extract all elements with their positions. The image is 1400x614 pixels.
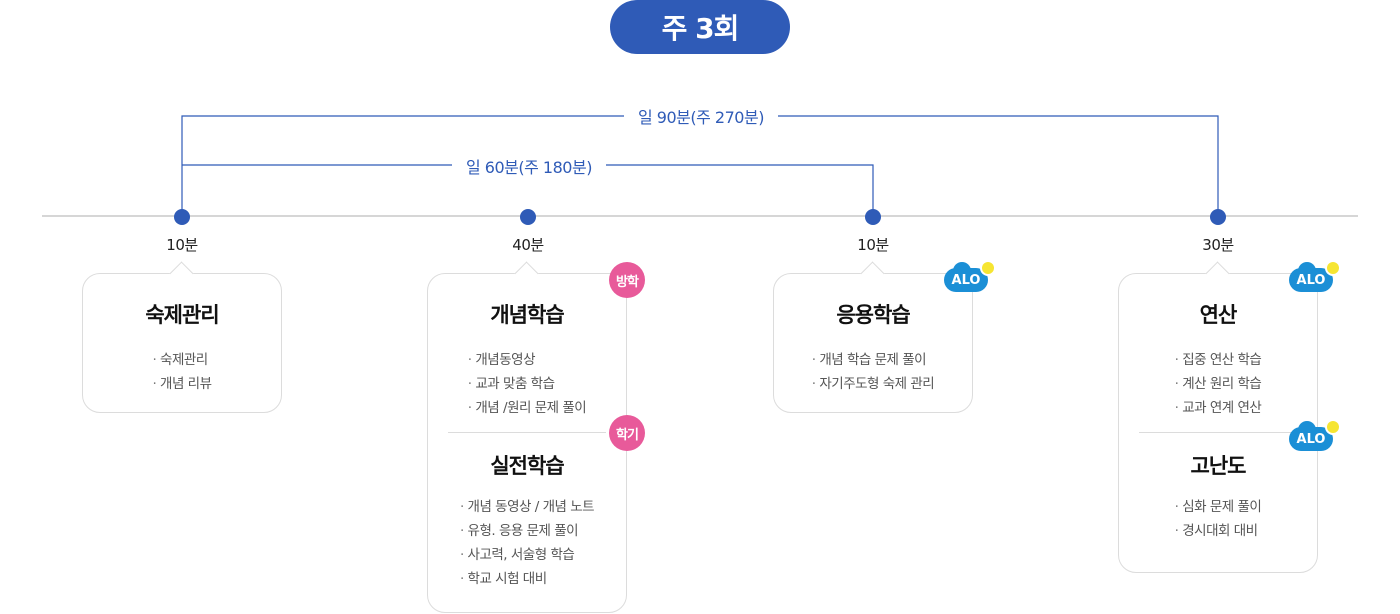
list-item: 자기주도형 숙제 관리 [812, 372, 934, 396]
card-section: 개념학습 개념동영상 교과 맞춤 학습 개념 /원리 문제 풀이 [428, 274, 626, 432]
inner-bracket-line [182, 164, 874, 217]
list-item: 개념동영상 [468, 348, 586, 372]
section-title: 연산 [1199, 303, 1238, 327]
list-item: 개념 /원리 문제 풀이 [468, 396, 586, 420]
list-item: 계산 원리 학습 [1175, 372, 1262, 396]
list-item: 숙제관리 [152, 348, 211, 372]
card-section: 연산 집중 연산 학습 계산 원리 학습 교과 연계 연산 [1119, 274, 1317, 432]
card-section: 응용학습 개념 학습 문제 풀이 자기주도형 숙제 관리 [774, 274, 972, 396]
alo-logo-icon: ALO [1289, 262, 1343, 294]
section-divider [448, 432, 606, 433]
card-section: 고난도 심화 문제 풀이 경시대회 대비 [1119, 433, 1317, 543]
section-title: 개념학습 [490, 303, 564, 327]
section-divider [1139, 432, 1297, 433]
vacation-tag: 방학 [609, 262, 645, 298]
list-item: 개념 학습 문제 풀이 [812, 348, 934, 372]
list-item: 유형. 응용 문제 풀이 [460, 519, 594, 543]
list-item: 집중 연산 학습 [1175, 348, 1262, 372]
outer-bracket-label: 일 90분(주 270분) [624, 104, 778, 128]
list-item: 사고력, 서술형 학습 [460, 543, 594, 567]
time-label: 10분 [857, 236, 889, 254]
frequency-title: 주 3회 [610, 0, 790, 54]
section-title: 고난도 [1190, 454, 1247, 478]
section-title: 실전학습 [490, 454, 564, 478]
inner-bracket-label: 일 60분(주 180분) [452, 154, 606, 178]
list-item: 교과 맞춤 학습 [468, 372, 586, 396]
time-label: 30분 [1202, 236, 1234, 254]
card-calculation: 연산 집중 연산 학습 계산 원리 학습 교과 연계 연산 고난도 심화 문제 … [1118, 261, 1339, 573]
timeline-dot [520, 209, 536, 225]
timeline-dot [865, 209, 881, 225]
outer-bracket-line [181, 115, 1219, 217]
list-item: 개념 리뷰 [152, 372, 212, 396]
card-concept: 개념학습 개념동영상 교과 맞춤 학습 개념 /원리 문제 풀이 실전학습 개념… [427, 261, 645, 613]
section-title: 응용학습 [836, 303, 910, 327]
alo-logo-icon: ALO [1289, 421, 1343, 453]
card-homework: 숙제관리 숙제관리 개념 리뷰 [82, 261, 282, 413]
card-applied: 응용학습 개념 학습 문제 풀이 자기주도형 숙제 관리 ALO [773, 261, 994, 413]
timeline-dot [1210, 209, 1226, 225]
list-item: 개념 동영상 / 개념 노트 [460, 495, 595, 519]
list-item: 학교 시험 대비 [460, 567, 594, 591]
section-title: 숙제관리 [145, 303, 219, 327]
card-section: 실전학습 개념 동영상 / 개념 노트 유형. 응용 문제 풀이 사고력, 서술… [428, 433, 626, 591]
list-item: 경시대회 대비 [1175, 519, 1262, 543]
time-label: 40분 [512, 236, 544, 254]
semester-tag: 학기 [609, 415, 645, 451]
list-item: 심화 문제 풀이 [1175, 495, 1262, 519]
time-label: 10분 [166, 236, 198, 254]
timeline-dot [174, 209, 190, 225]
alo-logo-icon: ALO [944, 262, 998, 294]
card-section: 숙제관리 숙제관리 개념 리뷰 [83, 274, 281, 396]
list-item: 교과 연계 연산 [1175, 396, 1262, 420]
